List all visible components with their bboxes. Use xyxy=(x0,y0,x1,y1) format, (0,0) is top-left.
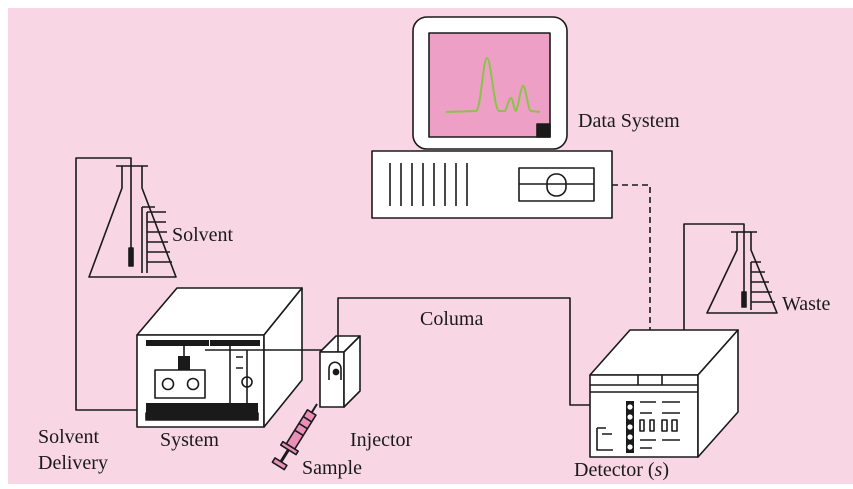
disk-drive xyxy=(518,167,595,202)
detector-label: Detector (s) xyxy=(574,459,669,481)
column-tube xyxy=(337,297,600,406)
data-system-label: Data System xyxy=(578,110,680,132)
monitor-screen xyxy=(428,32,551,138)
computer-vents xyxy=(389,163,468,206)
injector-label: Injector xyxy=(350,429,413,451)
pump-unit xyxy=(136,287,303,428)
waste-line xyxy=(683,223,745,338)
syringe xyxy=(271,403,318,471)
computer-unit xyxy=(371,150,613,219)
sample-label: Sample xyxy=(302,457,362,479)
detector-unit xyxy=(589,329,739,458)
detector-label-text: Detector ( xyxy=(574,459,655,481)
solvent-delivery-label-line1: Solvent xyxy=(38,426,100,448)
injector-unit xyxy=(319,335,361,408)
columa-label: Columa xyxy=(420,308,483,330)
monitor xyxy=(412,16,568,150)
solvent-line xyxy=(75,157,145,411)
solvent-label: Solvent xyxy=(172,224,234,246)
detector-label-s: s xyxy=(655,459,663,481)
solvent-delivery-label-line2: Delivery xyxy=(38,452,108,474)
chromatogram-trace xyxy=(445,57,541,113)
detector-label-close: ) xyxy=(662,459,669,481)
waste-label: Waste xyxy=(782,293,830,315)
solvent-flask xyxy=(88,165,177,278)
monitor-button xyxy=(536,123,551,138)
data-cable xyxy=(612,184,651,330)
system-label: System xyxy=(160,429,219,451)
